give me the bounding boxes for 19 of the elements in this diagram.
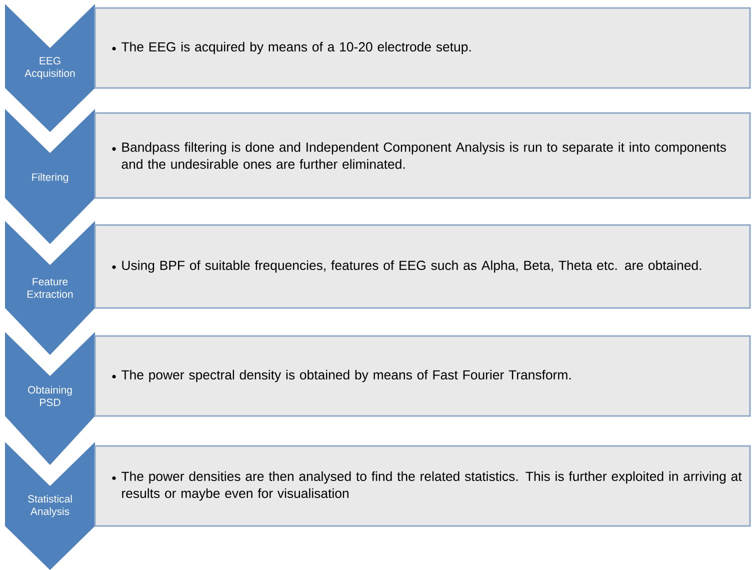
- step-box: The power spectral density is obtained by means of Fast Fourier Transform.: [94, 335, 751, 417]
- node-label: Statistical Analysis: [28, 494, 72, 518]
- node-label: EEG Acquisition: [24, 56, 75, 79]
- node-label: Feature Extraction: [28, 278, 73, 298]
- step-banner: EEG Acquisition: [5, 4, 95, 88]
- node-label: Filtering: [32, 173, 68, 183]
- arrow-tip: [5, 416, 95, 465]
- step-box: Using BPF of suitable frequencies, features of EEG such as Alpha, Beta, Theta etc. are obtained.: [94, 224, 751, 309]
- step-banner: Obtaining PSD: [5, 332, 95, 416]
- step-box: The EEG is acquired by means of a 10-20 electrode setup.: [94, 7, 751, 89]
- arrow-tip: [5, 88, 95, 132]
- node-label: Obtaining PSD: [28, 386, 72, 406]
- step-box: The power densities are then analysed to find the related statistics. This is further exploited in arriving at results or maybe even for visualisation: [94, 445, 751, 527]
- step-box: Bandpass filtering is done and Independent Component Analysis is run to separate it into components and the undesirable ones are further eliminated.: [94, 112, 751, 199]
- arrow-tip: [5, 308, 95, 355]
- step-banner: Statistical Analysis: [5, 442, 95, 526]
- arrow-tip: [5, 526, 95, 570]
- arrow-tip: [5, 198, 95, 244]
- step-banner: Feature Extraction: [5, 221, 95, 308]
